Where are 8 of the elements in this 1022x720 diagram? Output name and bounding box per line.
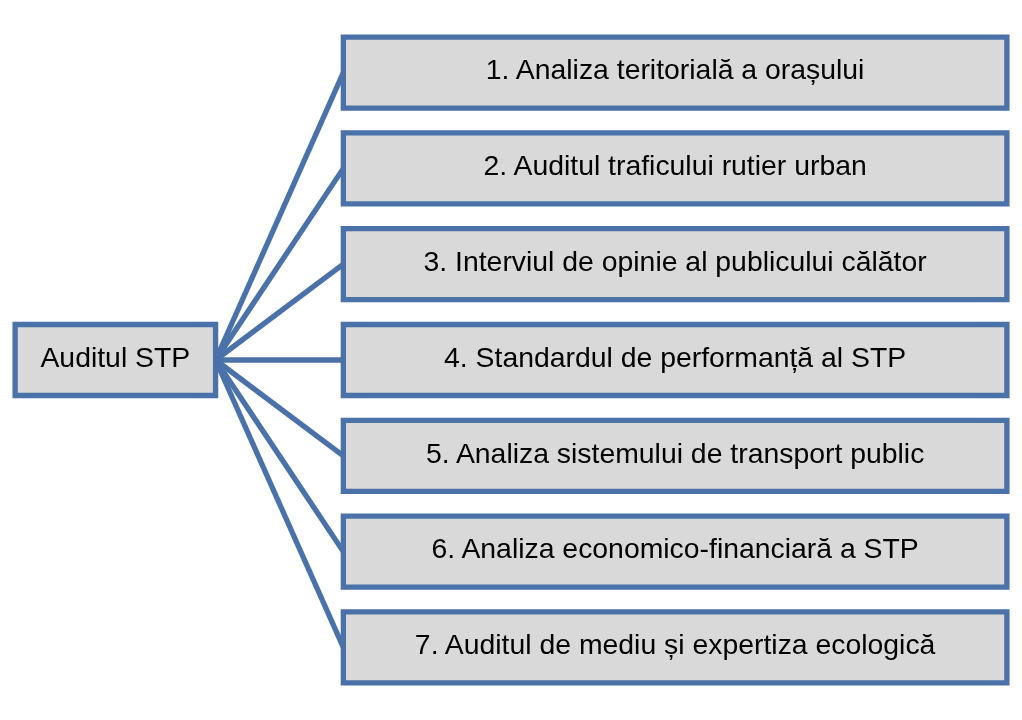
node-box: 7. Auditul de mediu și expertiza ecologică — [340, 609, 1010, 686]
node-box: 3. Interviul de opinie al publicului călător — [340, 226, 1010, 303]
node-box: Auditul STP — [12, 321, 219, 399]
node-box: 2. Auditul traficului rutier urban — [340, 130, 1010, 207]
node-box: 1. Analiza teritorială a orașului — [340, 34, 1010, 111]
node-box: 4. Standardul de performanță al STP — [340, 321, 1010, 399]
node-box: 6. Analiza economico-financiară a STP — [340, 513, 1010, 590]
node-box: 5. Analiza sistemului de transport public — [340, 417, 1010, 494]
